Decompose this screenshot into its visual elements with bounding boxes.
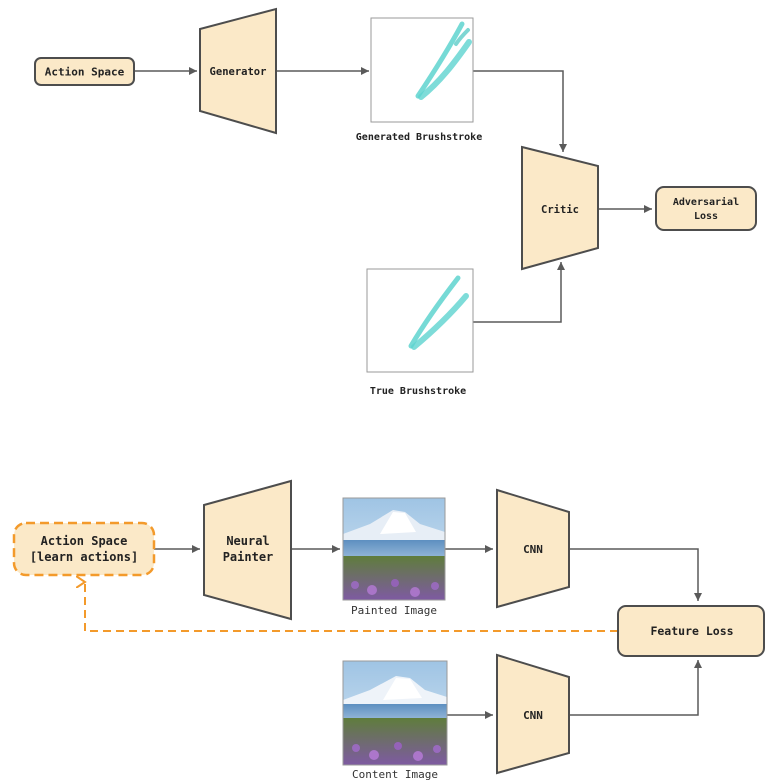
- learn-action-space-node: Action Space [learn actions]: [12, 521, 156, 577]
- critic-node: Critic: [521, 145, 599, 271]
- neural-painter-label-line1: Neural: [226, 534, 269, 548]
- edge-true-to-critic: [473, 262, 565, 323]
- adversarial-loss-label-line1: Adversarial: [673, 196, 739, 208]
- critic-label: Critic: [541, 204, 579, 216]
- adversarial-loss-label-line2: Loss: [694, 211, 718, 222]
- cnn-bottom-label: CNN: [523, 709, 543, 722]
- generator-node: Generator: [199, 7, 277, 135]
- painted-image-caption: Painted Image: [351, 604, 437, 617]
- generator-label: Generator: [210, 66, 267, 78]
- cnn-top-node: CNN: [496, 488, 570, 609]
- cnn-bottom-node: CNN: [496, 653, 570, 775]
- edge-generated-to-critic: [473, 70, 567, 152]
- action-space-node: Action Space: [34, 57, 135, 86]
- generated-brushstroke-caption: Generated Brushstroke: [356, 132, 482, 143]
- learn-action-space-label-line2: [learn actions]: [30, 550, 138, 564]
- neural-painter-label-line2: Painter: [223, 550, 274, 564]
- true-brushstroke-image: [366, 268, 474, 373]
- edge-cnn-bottom-to-feature-loss: [569, 660, 702, 716]
- feature-loss-label: Feature Loss: [650, 624, 733, 638]
- edge-feature-loss-to-action-space: [85, 582, 618, 632]
- learn-action-space-label-line1: Action Space: [41, 534, 128, 548]
- content-image-caption: Content Image: [352, 768, 438, 781]
- edge-cnn-top-to-feature-loss: [569, 548, 702, 601]
- neural-painter-node: Neural Painter: [203, 479, 292, 621]
- feature-loss-node: Feature Loss: [617, 605, 765, 657]
- adversarial-loss-node: Adversarial Loss: [655, 186, 757, 231]
- cnn-top-label: CNN: [523, 543, 543, 556]
- true-brushstroke-caption: True Brushstroke: [370, 386, 466, 397]
- content-image: [342, 660, 448, 766]
- action-space-label: Action Space: [45, 66, 125, 79]
- painted-image: [342, 497, 446, 601]
- generated-brushstroke-image: [370, 17, 474, 123]
